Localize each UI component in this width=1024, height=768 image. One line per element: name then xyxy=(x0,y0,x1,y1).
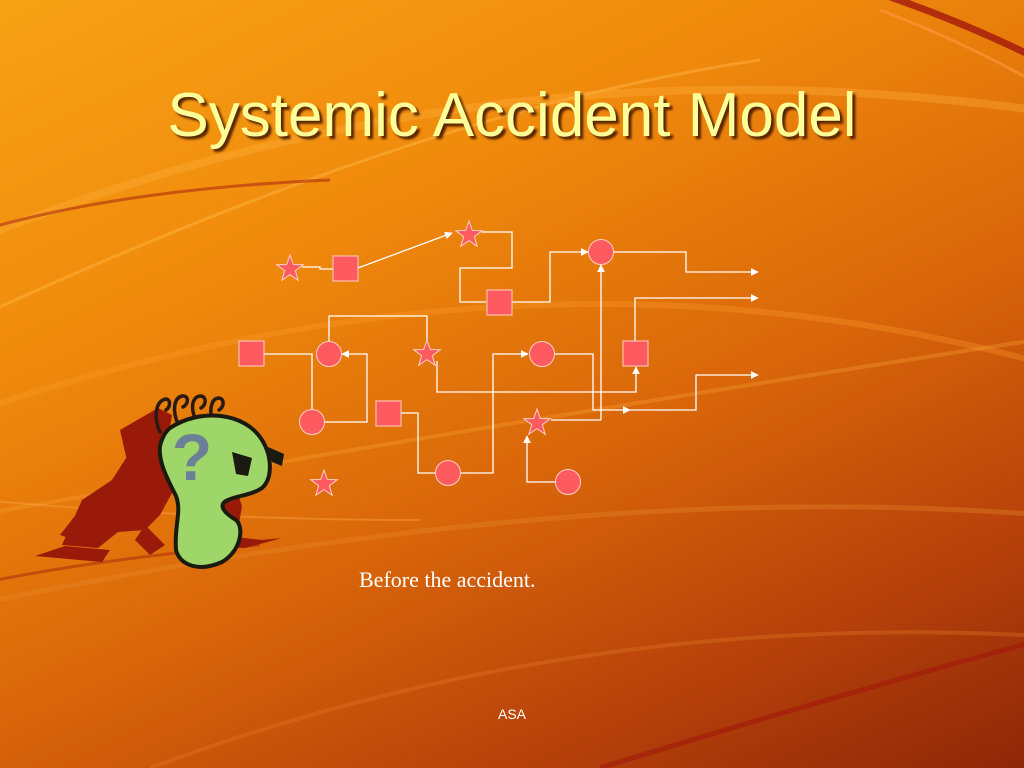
connector xyxy=(613,251,759,276)
connector xyxy=(554,353,631,414)
circle-node xyxy=(435,460,461,486)
connector xyxy=(401,412,436,474)
question-mark-badge: ? xyxy=(172,420,212,494)
connector xyxy=(523,435,556,483)
square-node xyxy=(332,255,359,282)
star-node xyxy=(454,219,484,248)
circle-node xyxy=(299,409,325,435)
circle-node xyxy=(529,341,555,367)
connector xyxy=(302,266,333,270)
star-node xyxy=(309,468,339,497)
connector xyxy=(323,350,368,423)
head-shape xyxy=(157,413,272,569)
connector xyxy=(459,231,513,303)
star-node xyxy=(412,338,442,367)
connector xyxy=(630,371,759,411)
connector xyxy=(264,353,313,410)
circle-node xyxy=(316,341,342,367)
connector xyxy=(512,248,589,303)
square-node xyxy=(622,340,649,367)
star-node xyxy=(522,407,552,436)
circle-node xyxy=(555,469,581,495)
star-node xyxy=(275,253,305,282)
square-node xyxy=(238,340,265,367)
connector xyxy=(328,315,428,342)
slide-footer: ASA xyxy=(497,706,526,722)
square-node xyxy=(375,400,402,427)
slide-title: Systemic Accident Model xyxy=(167,81,857,150)
slide-caption: Before the accident. xyxy=(359,567,536,592)
square-node xyxy=(486,289,513,316)
connector xyxy=(436,361,640,393)
connector xyxy=(357,231,453,269)
connector xyxy=(634,294,759,341)
connector xyxy=(460,350,529,474)
circle-node xyxy=(588,239,614,265)
